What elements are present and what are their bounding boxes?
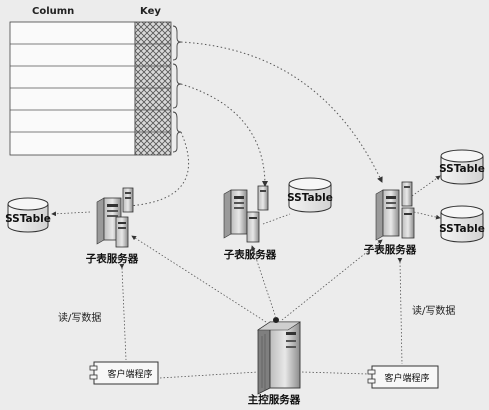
- link-left-sstable: [51, 211, 91, 217]
- tablet-server-right-label: 子表服务器: [364, 243, 417, 256]
- client-right-label: 客户端程序: [384, 372, 429, 384]
- tablet-server-right: [375, 181, 415, 241]
- server-unit-front: [223, 189, 248, 239]
- table-row-lines: [10, 43, 171, 133]
- sstable-label: SSTable: [287, 192, 333, 204]
- server-unit-back: [122, 187, 134, 213]
- sstable-middle: SSTable: [287, 177, 333, 213]
- server-unit-back: [401, 181, 413, 207]
- column-area: [9, 21, 136, 156]
- client-left: 客户端程序: [89, 361, 159, 385]
- tablet-server-left: [96, 187, 134, 248]
- server-unit-small: [115, 216, 129, 248]
- link-right-client: [397, 257, 403, 365]
- server-unit-small: [401, 207, 415, 239]
- link-right-sstable-bottom: [413, 211, 441, 220]
- sstable-right-bottom: SSTable: [439, 205, 485, 243]
- sstable-label: SSTable: [5, 213, 51, 225]
- sstable-label: SSTable: [439, 163, 485, 175]
- read-write-left-label: 读/写数据: [58, 311, 101, 324]
- client-right: 客户端程序: [367, 365, 439, 389]
- tablet-server-middle-label: 子表服务器: [224, 248, 277, 261]
- master-links: [131, 235, 383, 323]
- master-server: [257, 317, 301, 395]
- sstable-label: SSTable: [439, 223, 485, 235]
- key-column: [134, 21, 172, 156]
- tablet-braces: [172, 25, 182, 153]
- sstable-left: SSTable: [5, 197, 51, 233]
- master-server-label: 主控服务器: [248, 393, 301, 406]
- sstable-right-top: SSTable: [439, 149, 485, 185]
- link-master-right-client: [301, 371, 369, 375]
- table-grid: Column Key: [9, 6, 182, 156]
- server-unit-front: [375, 189, 400, 241]
- link-right-sstable-top: [411, 175, 441, 197]
- key-header: Key: [140, 6, 161, 17]
- tablet-server-middle: [223, 185, 269, 243]
- server-unit-back: [257, 185, 269, 211]
- link-left-client: [119, 263, 127, 361]
- tablet-server-left-label: 子表服务器: [86, 252, 139, 265]
- client-left-label: 客户端程序: [107, 368, 152, 380]
- column-header: Column: [32, 6, 74, 17]
- read-write-right-label: 读/写数据: [412, 304, 455, 317]
- link-left-client-master: [159, 371, 259, 379]
- server-unit-small: [246, 211, 260, 243]
- link-middle-sstable: [262, 213, 291, 225]
